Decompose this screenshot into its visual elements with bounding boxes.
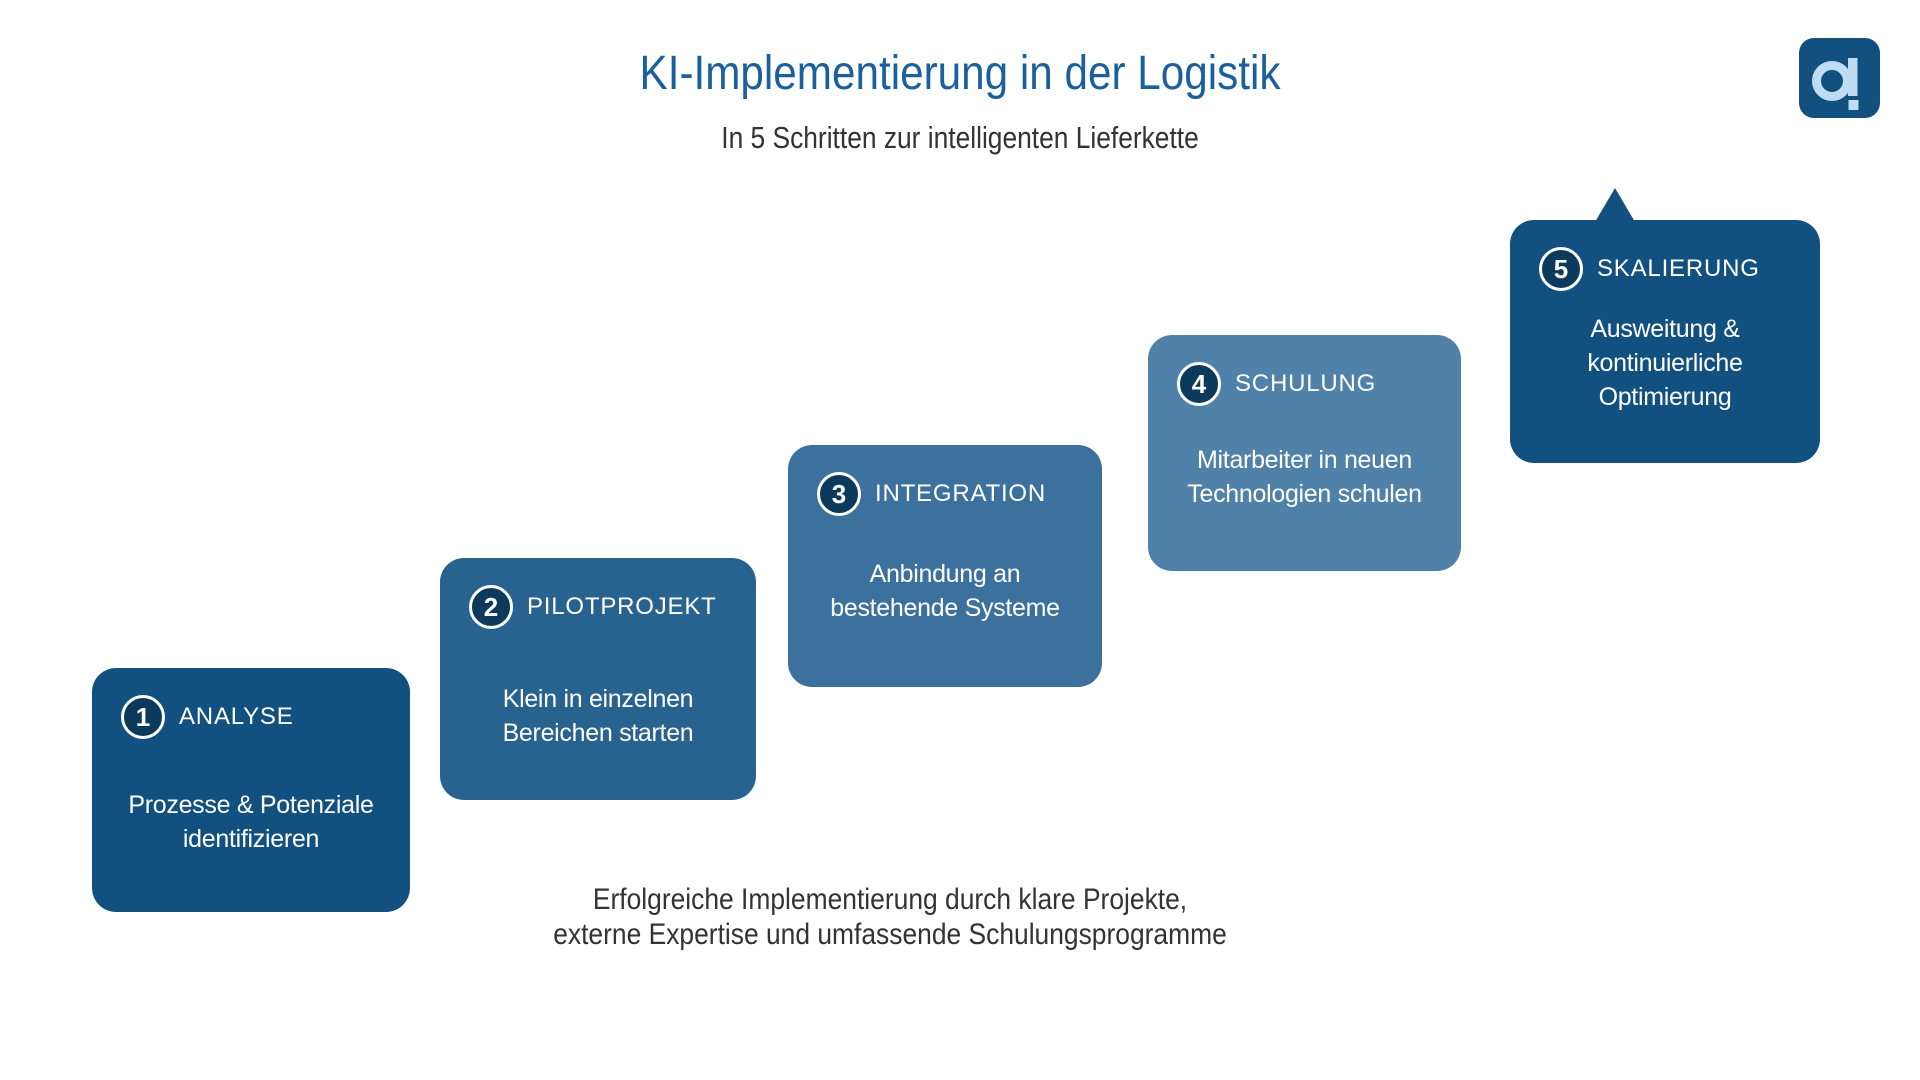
step-header: 2 PILOTPROJEKT [440,558,756,629]
step-card-3-integration: 3 INTEGRATION Anbindung an bestehende Sy… [788,445,1102,687]
letter-a-logo-icon [1799,38,1880,118]
header: KI-Implementierung in der Logistik In 5 … [0,44,1920,156]
step-card-2-pilotprojekt: 2 PILOTPROJEKT Klein in einzelnen Bereic… [440,558,756,800]
step-description: Anbindung an bestehende Systeme [830,560,1060,622]
step-title: PILOTPROJEKT [527,593,717,620]
footer-line-1: Erfolgreiche Implementierung durch klare… [592,883,1188,916]
footer-line-2: externe Expertise und umfassende Schulun… [553,918,1227,951]
brand-logo [1799,38,1880,118]
step-number-badge: 4 [1177,362,1221,406]
step-card-1-analyse: 1 ANALYSE Prozesse & Potenziale identifi… [92,668,410,912]
step-description: Prozesse & Potenziale identifizieren [128,791,374,853]
step-title: INTEGRATION [875,480,1047,507]
footer-note: Erfolgreiche Implementierung durch klare… [107,882,1673,952]
page-title: KI-Implementierung in der Logistik [639,47,1281,100]
pointer-up-arrow [1595,188,1635,222]
step-header: 5 SKALIERUNG [1510,220,1820,291]
step-description: Ausweitung & kontinuierliche Optimierung [1587,315,1743,411]
step-title: SCHULUNG [1235,370,1377,397]
step-title: ANALYSE [179,703,294,730]
step-title: SKALIERUNG [1597,255,1760,282]
step-number-badge: 3 [817,472,861,516]
step-card-4-schulung: 4 SCHULUNG Mitarbeiter in neuen Technolo… [1148,335,1461,571]
step-description: Klein in einzelnen Bereichen starten [502,685,694,747]
step-header: 4 SCHULUNG [1148,335,1461,406]
page-subtitle: In 5 Schritten zur intelligenten Lieferk… [721,120,1199,155]
step-header: 3 INTEGRATION [788,445,1102,516]
step-number-badge: 2 [469,585,513,629]
step-card-5-skalierung: 5 SKALIERUNG Ausweitung & kontinuierlich… [1510,188,1820,463]
step-number-badge: 1 [121,695,165,739]
step-number-badge: 5 [1539,247,1583,291]
step-header: 1 ANALYSE [92,668,410,739]
step-description: Mitarbeiter in neuen Technologien schule… [1187,446,1422,508]
